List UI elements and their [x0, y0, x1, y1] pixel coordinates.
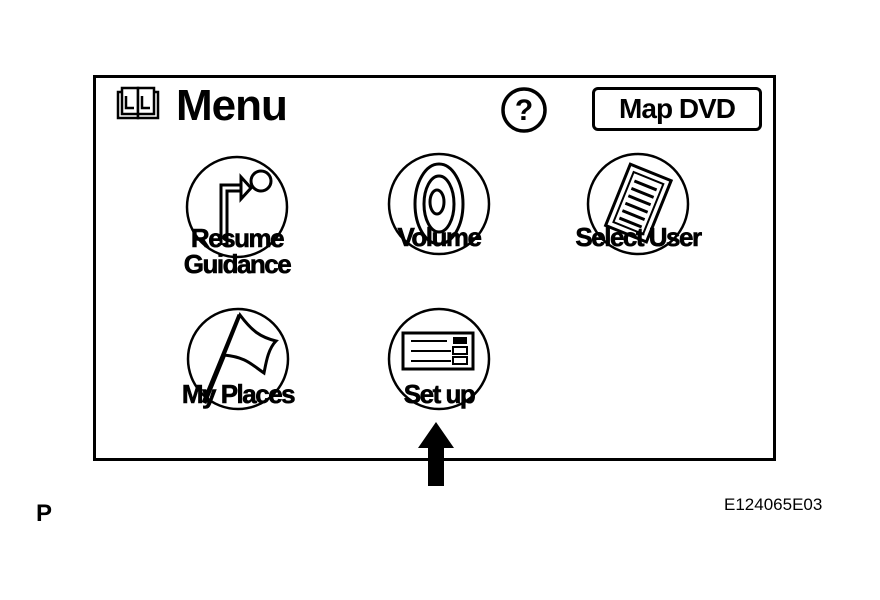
my-places-button[interactable]: My Places	[182, 307, 296, 417]
resume-guidance-label-line1: Resume	[190, 223, 285, 253]
user-list-icon	[586, 152, 690, 256]
volume-label: Volume	[397, 222, 482, 252]
flag-icon	[186, 307, 290, 411]
select-user-label: Select User	[575, 222, 702, 252]
volume-button[interactable]: Volume	[387, 152, 491, 262]
set-up-label: Set up	[403, 379, 476, 409]
resume-guidance-button[interactable]: Resume Guidance	[183, 155, 292, 285]
route-arrow-icon	[185, 155, 289, 259]
select-user-button[interactable]: Select User	[575, 152, 702, 262]
my-places-label: My Places	[181, 379, 296, 409]
map-dvd-button[interactable]: Map DVD	[592, 87, 762, 131]
help-label: ?	[515, 94, 533, 127]
set-up-button[interactable]: Set up	[387, 307, 491, 417]
page-title: Menu	[176, 81, 288, 130]
pointer-arrow-icon	[418, 422, 454, 486]
settings-panel-icon	[387, 307, 491, 411]
corner-letter: P	[36, 500, 53, 527]
book-icon	[116, 86, 160, 120]
resume-guidance-label-line2: Guidance	[183, 249, 292, 279]
figure-id: E124065E03	[724, 495, 823, 514]
speaker-icon	[387, 152, 491, 256]
help-button[interactable]: ?	[500, 86, 548, 134]
